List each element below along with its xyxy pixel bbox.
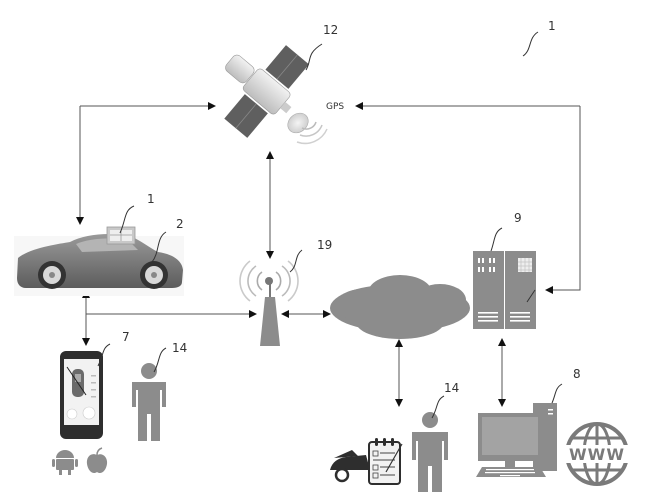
label-device: 1 bbox=[147, 192, 155, 206]
leader-phone bbox=[97, 343, 111, 367]
telematics-device-icon bbox=[106, 226, 136, 245]
cloud-icon bbox=[330, 275, 470, 339]
leader-vehicle bbox=[151, 231, 167, 263]
person-icon-left bbox=[132, 363, 166, 441]
label-user-left: 14 bbox=[172, 341, 187, 355]
label-computer: 8 bbox=[573, 367, 581, 381]
apple-icon bbox=[86, 447, 108, 474]
leader-computer bbox=[551, 383, 563, 404]
smartphone-icon bbox=[60, 351, 103, 439]
label-system: 1 bbox=[548, 19, 556, 33]
leader-user-bottom bbox=[431, 395, 445, 419]
satellite-dish-icon bbox=[287, 112, 328, 145]
label-tower: 19 bbox=[317, 238, 332, 252]
label-server: 9 bbox=[514, 211, 522, 225]
android-icon bbox=[52, 450, 78, 475]
label-gps: GPS bbox=[326, 102, 344, 112]
server-icon bbox=[473, 251, 536, 329]
edge-satellite-server bbox=[545, 106, 581, 294]
service-car-icon bbox=[330, 450, 370, 483]
leader-system bbox=[522, 31, 539, 57]
connections bbox=[76, 102, 581, 407]
car-icon bbox=[14, 234, 184, 296]
svg-text:WWW: WWW bbox=[569, 445, 625, 464]
label-satellite: 12 bbox=[323, 23, 338, 37]
leader-device bbox=[119, 205, 135, 234]
label-vehicle: 2 bbox=[176, 217, 184, 231]
label-user-bottom: 14 bbox=[444, 381, 459, 395]
leader-user-left bbox=[153, 347, 167, 373]
leader-server-inner bbox=[526, 289, 536, 303]
satellite-icon bbox=[224, 45, 309, 138]
leader-satellite bbox=[305, 43, 323, 71]
checklist-icon bbox=[368, 438, 403, 485]
label-smartphone: 7 bbox=[122, 330, 130, 344]
desktop-computer-icon bbox=[476, 403, 557, 477]
person-icon-bottom bbox=[412, 412, 448, 492]
antenna-tower-icon bbox=[239, 260, 299, 346]
leader-tower bbox=[289, 249, 303, 273]
leader-server bbox=[490, 227, 503, 252]
www-globe-icon: WWW bbox=[565, 422, 629, 486]
